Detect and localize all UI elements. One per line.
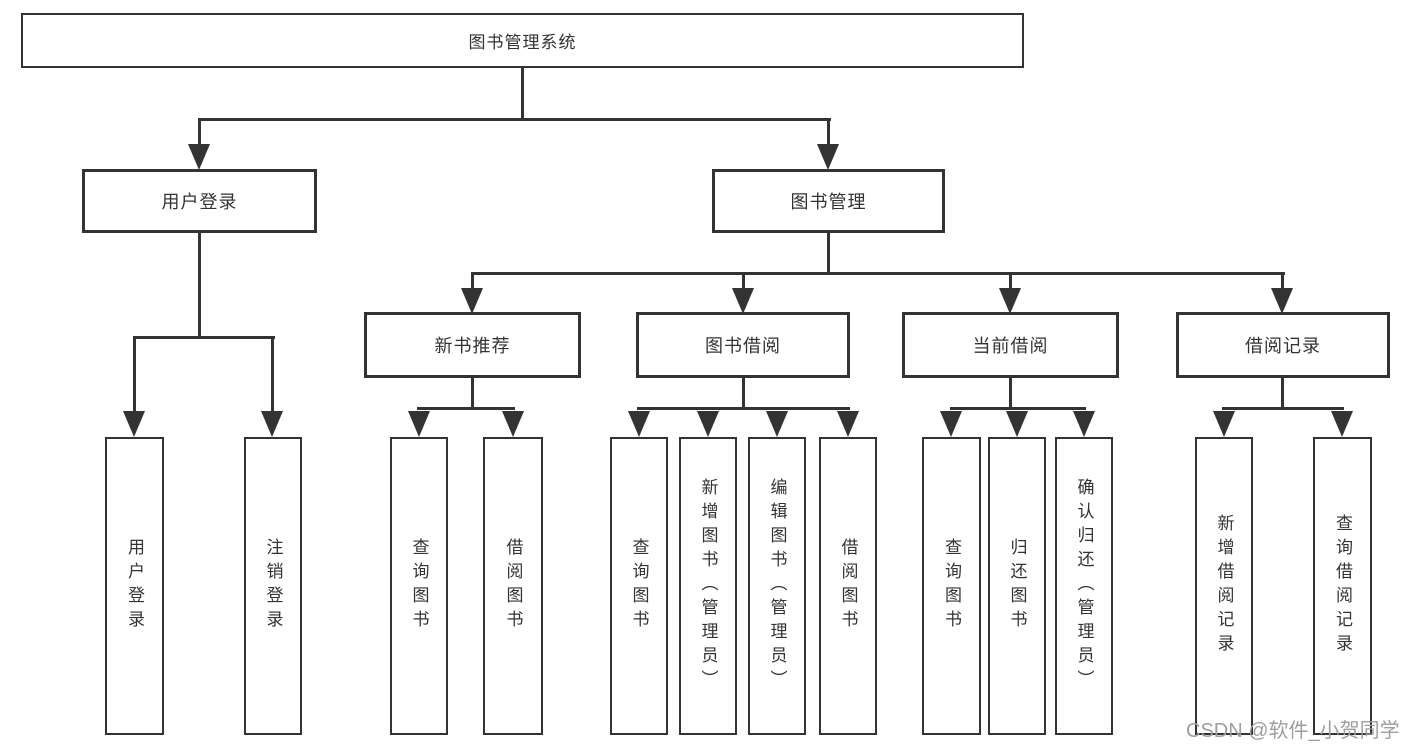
node-book-management: 图书管理 — [712, 169, 945, 233]
arrowhead-icon — [408, 411, 430, 437]
leaf-label: 注销登录 — [263, 538, 283, 634]
leaf-edit-books-admin: 编辑图书（管理员） — [748, 437, 806, 735]
leaf-logout: 注销登录 — [244, 437, 302, 735]
connector-root-vertical — [521, 66, 524, 121]
connector-userlogin-horizontal — [133, 336, 275, 339]
arrowhead-icon — [1213, 411, 1235, 437]
leaf-user-login: 用户登录 — [105, 437, 164, 735]
leaf-add-borrow-record: 新增借阅记录 — [1195, 437, 1253, 735]
arrowhead-icon — [461, 288, 483, 314]
connector-borrowrecord-horizontal — [1222, 407, 1344, 410]
connector-userlogin-stem-2 — [271, 338, 274, 413]
connector-newbook-horizontal — [417, 407, 515, 410]
node-label: 图书管理系统 — [468, 33, 577, 52]
connector-bookborrow-horizontal — [637, 407, 850, 410]
connector-bookmgmt-stem-2 — [742, 274, 745, 292]
arrowhead-icon — [123, 411, 145, 437]
connector-bookmgmt-stem-3 — [1009, 274, 1012, 292]
connector-userlogin-vertical — [198, 233, 201, 339]
arrowhead-icon — [261, 411, 283, 437]
node-user-login: 用户登录 — [82, 169, 317, 233]
connector-bookmgmt-stem-4 — [1281, 274, 1284, 292]
arrowhead-icon — [628, 411, 650, 437]
connector-newbook-vertical — [471, 378, 474, 410]
leaf-label: 用户登录 — [125, 538, 144, 634]
node-label: 借阅记录 — [1245, 336, 1321, 356]
leaf-search-books-borrow: 查询图书 — [610, 437, 668, 735]
arrowhead-icon — [999, 288, 1021, 314]
arrowhead-icon — [766, 411, 788, 437]
leaf-label: 编辑图书（管理员） — [767, 478, 787, 694]
connector-root-horizontal — [198, 118, 831, 121]
arrowhead-icon — [837, 411, 859, 437]
leaf-label: 查询图书 — [942, 538, 961, 634]
arrowhead-icon — [188, 144, 210, 170]
node-new-book-recommendation: 新书推荐 — [364, 312, 581, 378]
arrowhead-icon — [817, 144, 839, 170]
arrowhead-icon — [697, 411, 719, 437]
arrowhead-icon — [732, 288, 754, 314]
node-book-borrowing: 图书借阅 — [636, 312, 850, 378]
arrowhead-icon — [1271, 288, 1293, 314]
arrowhead-icon — [1331, 411, 1353, 437]
leaf-label: 借阅图书 — [838, 538, 858, 634]
node-label: 图书借阅 — [705, 336, 781, 356]
node-label: 当前借阅 — [972, 336, 1049, 356]
leaf-label: 新增图书（管理员） — [698, 478, 718, 694]
leaf-label: 归还图书 — [1007, 538, 1027, 634]
arrowhead-icon — [1006, 411, 1028, 437]
leaf-borrow-books: 借阅图书 — [819, 437, 877, 735]
leaf-borrow-books-recommend: 借阅图书 — [483, 437, 543, 735]
leaf-add-books-admin: 新增图书（管理员） — [679, 437, 737, 735]
arrowhead-icon — [940, 411, 962, 437]
leaf-search-books-current: 查询图书 — [922, 437, 981, 735]
arrowhead-icon — [1073, 411, 1095, 437]
leaf-label: 借阅图书 — [503, 538, 523, 634]
node-library-management-system: 图书管理系统 — [21, 13, 1024, 68]
connector-bookborrow-vertical — [742, 378, 745, 410]
leaf-label: 查询图书 — [629, 538, 649, 634]
connector-bookmgmt-vertical — [827, 233, 830, 275]
connector-root-stem-right — [827, 120, 830, 146]
node-label: 图书管理 — [790, 192, 867, 212]
connector-userlogin-stem-1 — [133, 338, 136, 413]
leaf-search-books-recommend: 查询图书 — [390, 437, 448, 735]
leaf-label: 新增借阅记录 — [1214, 514, 1234, 658]
connector-bookmgmt-horizontal — [471, 272, 1285, 275]
connector-bookmgmt-stem-1 — [471, 274, 474, 292]
leaf-label: 查询借阅记录 — [1333, 514, 1352, 658]
leaf-label: 查询图书 — [409, 538, 429, 634]
leaf-search-borrow-record: 查询借阅记录 — [1313, 437, 1372, 735]
node-current-borrowing: 当前借阅 — [902, 312, 1119, 378]
node-label: 新书推荐 — [434, 336, 511, 356]
arrowhead-icon — [502, 411, 524, 437]
node-label: 用户登录 — [161, 192, 238, 212]
leaf-label: 确认归还（管理员） — [1074, 478, 1094, 694]
node-borrowing-records: 借阅记录 — [1176, 312, 1390, 378]
connector-currentborrow-horizontal — [950, 407, 1086, 410]
connector-currentborrow-vertical — [1009, 378, 1012, 410]
connector-borrowrecord-vertical — [1281, 378, 1284, 410]
leaf-confirm-return-admin: 确认归还（管理员） — [1055, 437, 1113, 735]
csdn-watermark: CSDN @软件_小贺同学 — [1186, 720, 1400, 742]
leaf-return-books: 归还图书 — [988, 437, 1046, 735]
connector-root-stem-left — [198, 120, 201, 146]
